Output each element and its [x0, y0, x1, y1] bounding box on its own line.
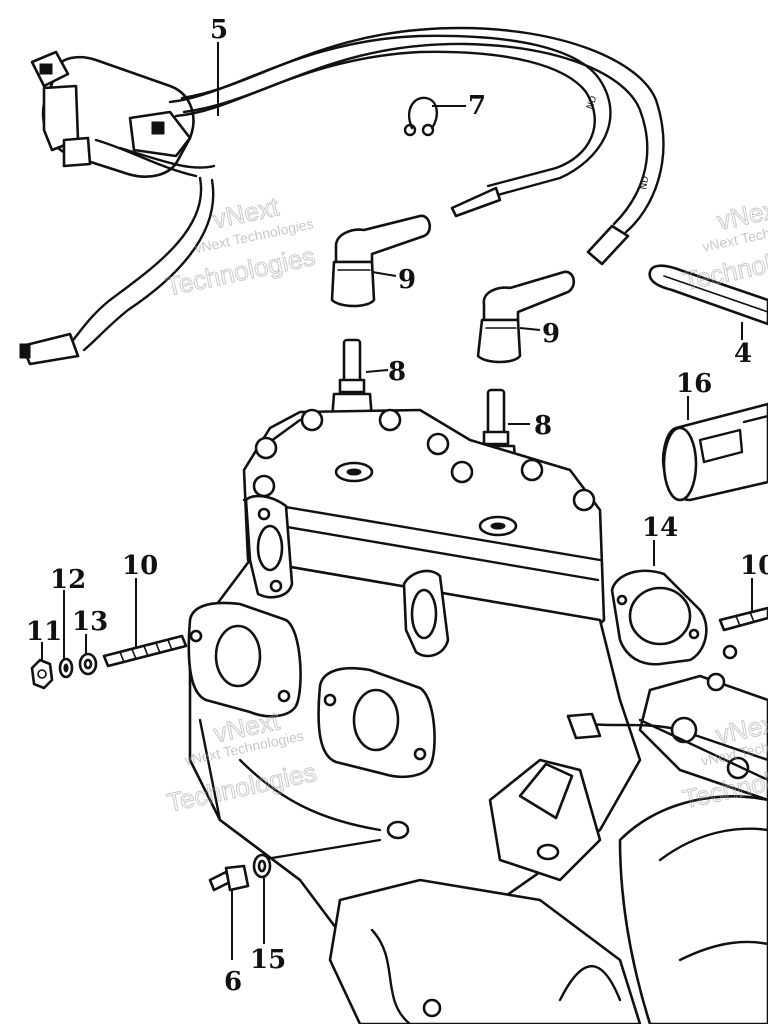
- primary-lead: [19, 176, 215, 366]
- callout-12: 12: [50, 565, 86, 595]
- svg-text:ND: ND: [585, 95, 599, 111]
- bracket-assembly: [566, 644, 768, 802]
- callout-6: 6: [224, 967, 242, 997]
- band-strap: [648, 264, 768, 326]
- watermark-2: vNext vNext Technologies Technologies: [680, 192, 768, 297]
- spring-washer: [58, 657, 74, 679]
- gasket: [610, 569, 708, 666]
- callout-8-right: 8: [534, 411, 552, 441]
- callout-9-right: 9: [542, 319, 560, 349]
- callout-10-right: 10: [740, 551, 768, 581]
- callout-4: 4: [734, 339, 752, 369]
- callout-8-left: 8: [388, 357, 406, 387]
- callout-labels: 5 7 9 9 4 8 8 16 14 10 10 12 11 13 6 15: [26, 15, 768, 997]
- callout-10-left: 10: [122, 551, 158, 581]
- callout-13: 13: [72, 607, 108, 637]
- spark-plug-cap-left: [330, 214, 432, 308]
- callout-9-left: 9: [398, 265, 416, 295]
- svg-text:Technologies: Technologies: [163, 241, 318, 302]
- callout-16: 16: [676, 369, 712, 399]
- sealing-washer: [252, 853, 272, 879]
- callout-7: 7: [468, 91, 486, 121]
- spark-plug-cap-right: [476, 270, 576, 364]
- leader-lines: [41, 42, 753, 960]
- ignition-leads: ND ND: [168, 26, 665, 266]
- stud-bolt-left: [102, 634, 188, 668]
- nut: [30, 658, 54, 690]
- cylinder-block: [187, 494, 768, 1024]
- ignition-coil: [30, 50, 216, 178]
- callout-5: 5: [210, 15, 228, 45]
- plain-washer: [78, 652, 98, 676]
- callout-11: 11: [26, 617, 62, 647]
- wire-clip: [403, 96, 438, 137]
- thermo-sensor: [208, 864, 250, 892]
- callout-14: 14: [642, 513, 678, 543]
- svg-text:ND: ND: [639, 175, 651, 190]
- stud-bolt-right: [718, 606, 768, 632]
- rubber-sleeve: [661, 402, 768, 502]
- callout-15: 15: [250, 945, 286, 975]
